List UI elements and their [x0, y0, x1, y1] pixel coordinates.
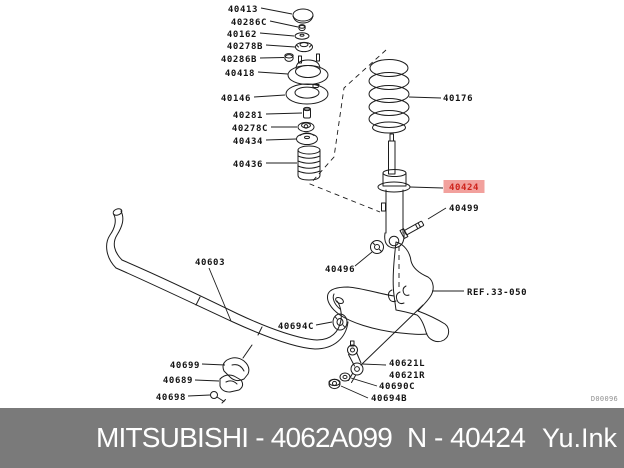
- label-40146: 40146: [221, 94, 251, 104]
- part-strut-mount-40418: [287, 53, 329, 85]
- part-bushing-40694C: [332, 313, 348, 331]
- highlighted-label-40424: 40424: [443, 180, 485, 193]
- part-nut-40286C: [298, 24, 306, 32]
- label-40281: 40281: [233, 111, 263, 121]
- label-40286C: 40286C: [231, 18, 267, 28]
- label-40690C: 40690C: [379, 382, 415, 392]
- part-bushing-40496: [370, 240, 384, 254]
- part-bolt-40698: [210, 391, 226, 404]
- label-40699: 40699: [170, 361, 200, 371]
- footer-part-number: N - 40424: [407, 422, 526, 453]
- label-40424: 40424: [449, 183, 479, 193]
- label-40496: 40496: [325, 265, 355, 275]
- label-40603: 40603: [195, 258, 225, 268]
- part-washer-40278B: [295, 41, 313, 53]
- part-strut-cap-40413: [292, 8, 314, 24]
- part-bushing-40689: [219, 374, 244, 393]
- part-clamp-40699: [222, 344, 253, 382]
- part-washer-40162: [294, 32, 310, 40]
- part-bolt-40499: [399, 220, 425, 239]
- label-40499: 40499: [449, 204, 479, 214]
- leader-lines: [187, 7, 464, 399]
- part-strut-40424: [377, 133, 411, 249]
- part-spring-seat-40146: [285, 83, 329, 105]
- part-nut-40278C: [297, 121, 315, 133]
- part-coil-spring-40176: [368, 59, 410, 134]
- label-40694B: 40694B: [371, 394, 407, 404]
- label-40689: 40689: [163, 376, 193, 386]
- dashed-group-outline: [309, 49, 400, 290]
- label-40413: 40413: [228, 5, 258, 15]
- part-knuckle-ref-33-050: [327, 241, 450, 366]
- part-bump-stop-40281: [303, 106, 311, 119]
- footer-watermark: Yu.Ink: [542, 423, 618, 453]
- part-dust-boot-40436: [297, 145, 321, 181]
- part-nut-40286B: [284, 53, 294, 62]
- part-nut-40694B: [328, 378, 341, 390]
- label-40418: 40418: [225, 69, 255, 79]
- plate-code: D00096: [591, 395, 618, 403]
- label-40176: 40176: [443, 94, 473, 104]
- label-ref-33-050: REF.33-050: [467, 288, 527, 298]
- label-40278C: 40278C: [232, 124, 268, 134]
- footer-bar: MITSUBISHI - 4062A099 N - 40424 Yu.Ink: [0, 408, 624, 468]
- diagram-canvas: 40413 40286C 40162 40278B 40286B 40418 4…: [106, 5, 618, 404]
- label-40278B: 40278B: [227, 42, 263, 52]
- label-40162: 40162: [227, 30, 257, 40]
- label-40286B: 40286B: [221, 55, 257, 65]
- label-40434: 40434: [233, 137, 263, 147]
- part-cap-40434: [296, 132, 318, 145]
- label-40621R: 40621R: [389, 371, 425, 381]
- suspension-parts-diagram: 40413 40286C 40162 40278B 40286B 40418 4…: [106, 5, 618, 404]
- label-40621L: 40621L: [389, 359, 425, 369]
- footer-make-and-part-code: MITSUBISHI - 4062A099: [96, 422, 393, 453]
- highlight-box: [443, 180, 485, 193]
- part-washer-40690C: [339, 372, 351, 382]
- label-40436: 40436: [233, 160, 263, 170]
- part-stabilizer-bar-40603: [106, 208, 349, 350]
- label-40698: 40698: [156, 393, 186, 403]
- label-40694C: 40694C: [278, 322, 314, 332]
